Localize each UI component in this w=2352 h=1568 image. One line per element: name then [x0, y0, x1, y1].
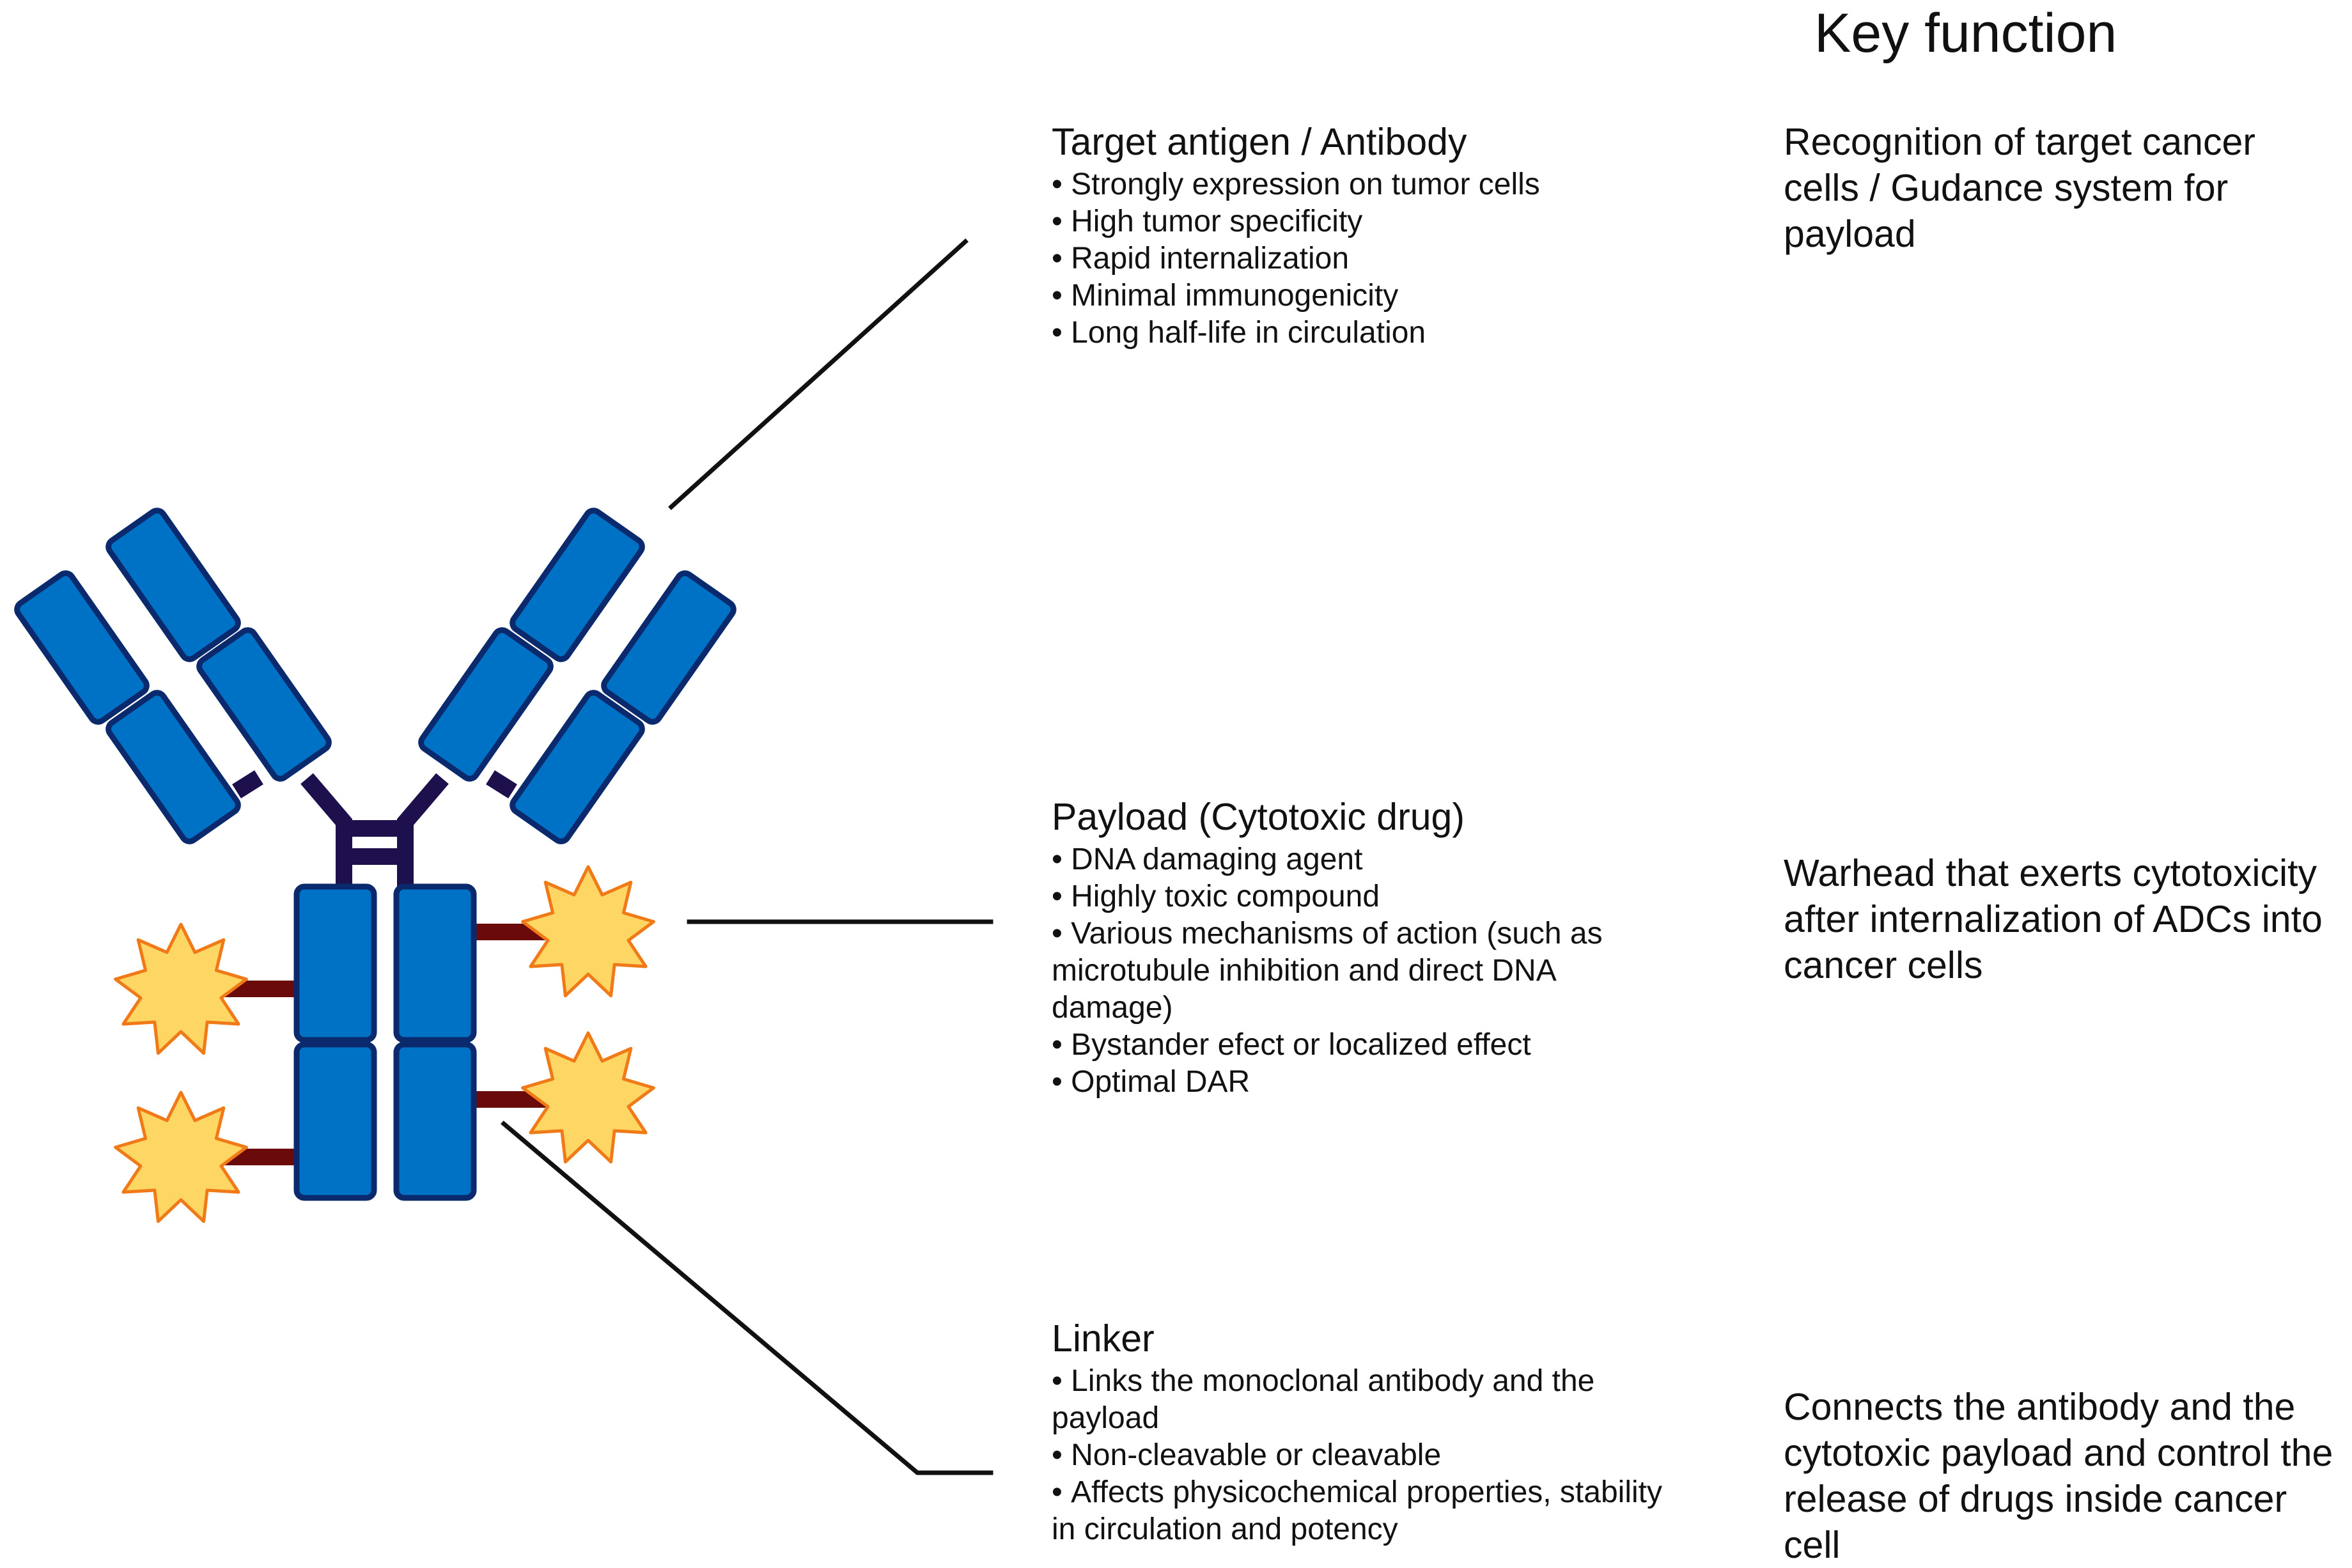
key-function-header: Key function: [1814, 3, 2117, 64]
bullet-item: Optimal DAR: [1052, 1064, 1665, 1101]
bullet-item: Non-cleavable or cleavable: [1052, 1437, 1665, 1474]
payload-function: Warhead that exerts cytotoxicity after i…: [1784, 852, 2323, 986]
section-title: Linker: [1052, 1317, 1155, 1360]
antibody-domain: [393, 1041, 477, 1201]
hinge-region: [232, 770, 517, 895]
bullet-list: Links the monoclonal antibody and the pa…: [1052, 1363, 1665, 1548]
bullet-item: DNA damaging agent: [1052, 841, 1665, 878]
antibody-domain: [418, 627, 554, 782]
linker-leader-line: [501, 1121, 993, 1475]
section-title: Target antigen / Antibody: [1052, 121, 1467, 163]
linker-section: Linker Links the monoclonal antibody and…: [1052, 1316, 1665, 1548]
antibody-domain: [510, 508, 645, 662]
bullet-item: Strongly expression on tumor cells: [1052, 166, 1729, 203]
payload-star-icon: [521, 865, 655, 998]
antibody-domain: [196, 627, 332, 782]
bullet-item: Bystander efect or localized effect: [1052, 1027, 1665, 1064]
payload-star-icon: [114, 922, 248, 1055]
bullet-list: Strongly expression on tumor cells High …: [1052, 166, 1729, 352]
payload-star-icon: [521, 1031, 655, 1164]
bullet-item: High tumor specificity: [1052, 203, 1729, 240]
antibody-domain: [105, 508, 241, 662]
linker-function: Connects the antibody and the cytotoxic …: [1784, 1386, 2333, 1566]
bullet-item: Highly toxic compound: [1052, 878, 1665, 915]
bullet-item: Various mechanisms of action (such as mi…: [1052, 915, 1665, 1027]
antibody-domain: [510, 690, 645, 844]
bullet-item: Long half-life in circulation: [1052, 314, 1729, 352]
bullet-item: Minimal immunogenicity: [1052, 277, 1729, 314]
antibody-leader-line: [668, 238, 969, 510]
bullet-list: DNA damaging agent Highly toxic compound…: [1052, 841, 1665, 1101]
antibody-domain: [393, 883, 477, 1043]
antibody-domain: [105, 690, 241, 844]
antibody-icon: [14, 508, 736, 1223]
bullet-item: Links the monoclonal antibody and the pa…: [1052, 1363, 1665, 1437]
antibody-function: Recognition of target cancer cells / Gud…: [1784, 121, 2255, 255]
section-title: Payload (Cytotoxic drug): [1052, 796, 1465, 838]
leader-lines: [501, 238, 993, 1475]
bullet-item: Rapid internalization: [1052, 240, 1729, 277]
antibody-domain: [293, 883, 377, 1043]
antibody-domain: [601, 570, 736, 725]
antibody-section: Target antigen / Antibody Strongly expre…: [1052, 119, 1729, 352]
payload-star-icon: [114, 1091, 248, 1223]
antibody-domain: [293, 1041, 377, 1201]
payload-section: Payload (Cytotoxic drug) DNA damaging ag…: [1052, 794, 1665, 1101]
antibody-domain: [14, 570, 150, 725]
bullet-item: Affects physicochemical properties, stab…: [1052, 1474, 1665, 1548]
